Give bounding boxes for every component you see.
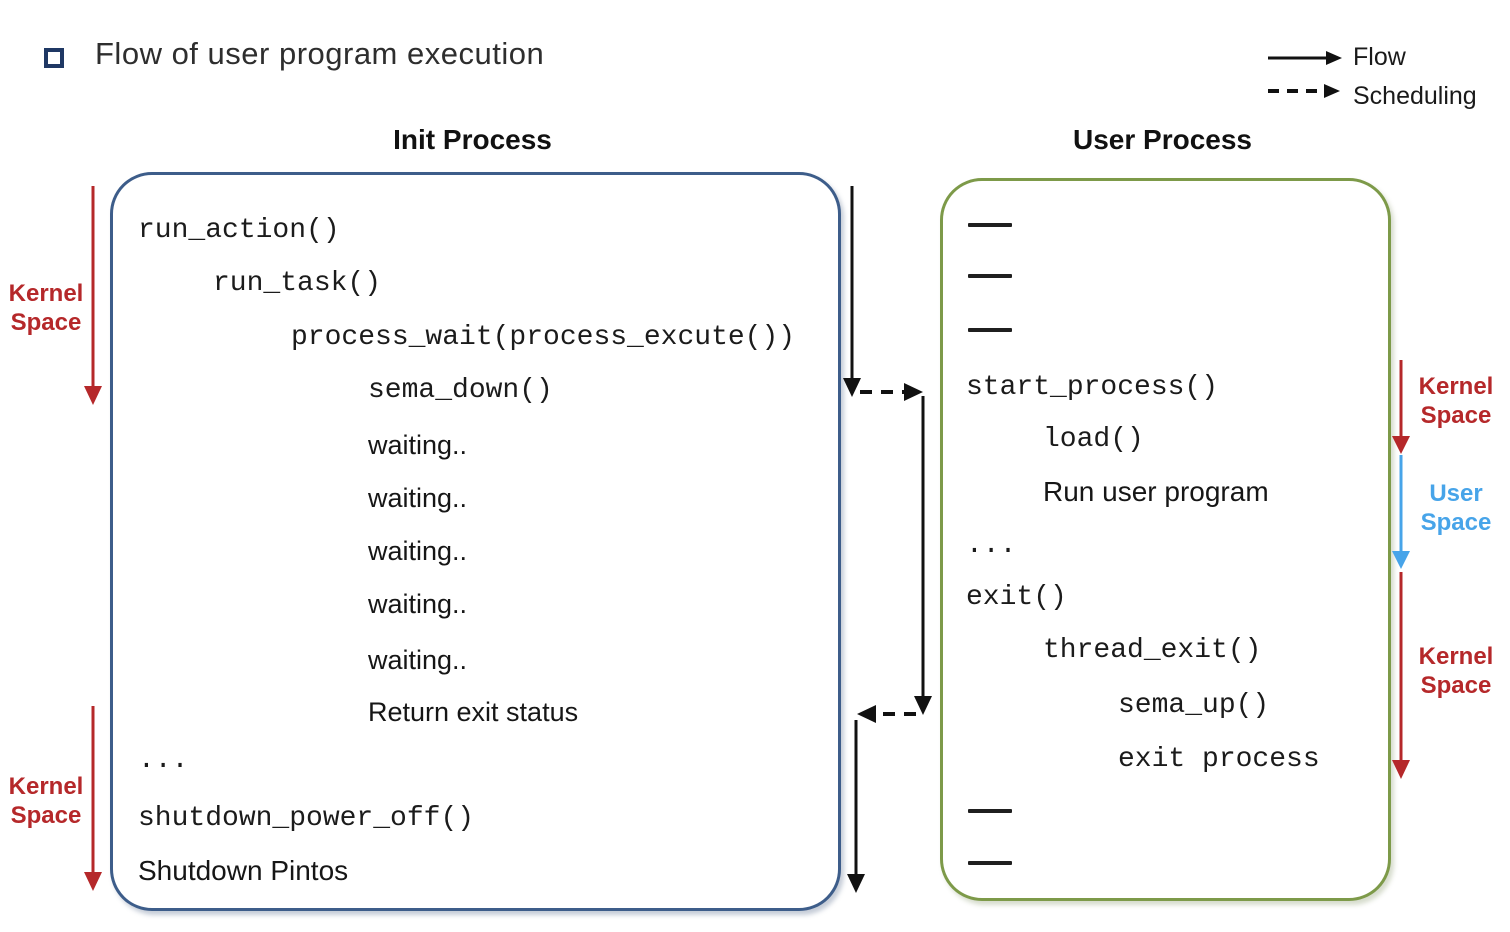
- init-line: run_action(): [138, 215, 340, 246]
- legend-flow-arrow-icon: [1268, 51, 1342, 65]
- kernel-space-arrow-right-top: [1392, 360, 1410, 454]
- dash-line: [968, 223, 1012, 227]
- kernel-space-label-right-top: Kernel Space: [1418, 373, 1494, 429]
- init-process-title: Init Process: [393, 124, 552, 155]
- flow-arrow-init-top: [843, 186, 861, 397]
- init-line: sema_down(): [368, 375, 553, 406]
- init-line: shutdown_power_off(): [138, 803, 475, 834]
- user-line: thread_exit(): [1043, 635, 1262, 666]
- dash-line: [968, 861, 1012, 865]
- page-title: Flow of user program execution: [95, 36, 545, 71]
- init-line: Return exit status: [368, 697, 579, 727]
- scheduling-arrow-to-init: [857, 705, 916, 723]
- user-line: sema_up(): [1118, 690, 1270, 721]
- init-line: run_task(): [213, 268, 382, 299]
- user-line: Run user program: [1043, 476, 1269, 507]
- legend-flow-label: Flow: [1353, 43, 1406, 71]
- user-line: start_process(): [966, 372, 1219, 403]
- user-space-arrow-right: [1392, 455, 1410, 569]
- user-line: ...: [966, 530, 1017, 561]
- init-line: ...: [138, 745, 189, 776]
- legend-scheduling-label: Scheduling: [1353, 82, 1477, 110]
- kernel-space-label-right-bottom: Kernel Space: [1418, 643, 1494, 699]
- dash-line: [968, 328, 1012, 332]
- flow-arrow-init-bottom: [847, 720, 865, 893]
- legend-scheduling-arrow-icon: [1268, 84, 1340, 98]
- kernel-space-arrow-right-bottom: [1392, 572, 1410, 779]
- flow-arrow-user-middle: [914, 396, 932, 715]
- kernel-space-label-left-top: Kernel Space: [8, 280, 84, 336]
- init-line: Shutdown Pintos: [138, 855, 349, 886]
- user-line: exit process: [1118, 744, 1320, 775]
- user-space-label-right: User Space: [1420, 480, 1492, 536]
- bullet-square-icon: [44, 48, 64, 68]
- dash-line: [968, 274, 1012, 278]
- scheduling-arrow-to-user: [860, 383, 923, 401]
- init-line: waiting..: [368, 430, 468, 460]
- user-process-title: User Process: [1072, 124, 1252, 155]
- init-process-box: run_action() run_task() process_wait(pro…: [110, 172, 841, 911]
- init-line: waiting..: [368, 645, 468, 675]
- init-line: waiting..: [368, 589, 468, 619]
- user-line: load(): [1043, 424, 1144, 455]
- user-process-box: start_process() load() Run user program …: [940, 178, 1391, 901]
- kernel-space-label-left-bottom: Kernel Space: [8, 773, 84, 829]
- init-line: process_wait(process_excute()): [291, 322, 796, 353]
- init-line: waiting..: [368, 483, 468, 513]
- dash-line: [968, 809, 1012, 813]
- user-line: exit(): [966, 582, 1067, 613]
- init-line: waiting..: [368, 536, 468, 566]
